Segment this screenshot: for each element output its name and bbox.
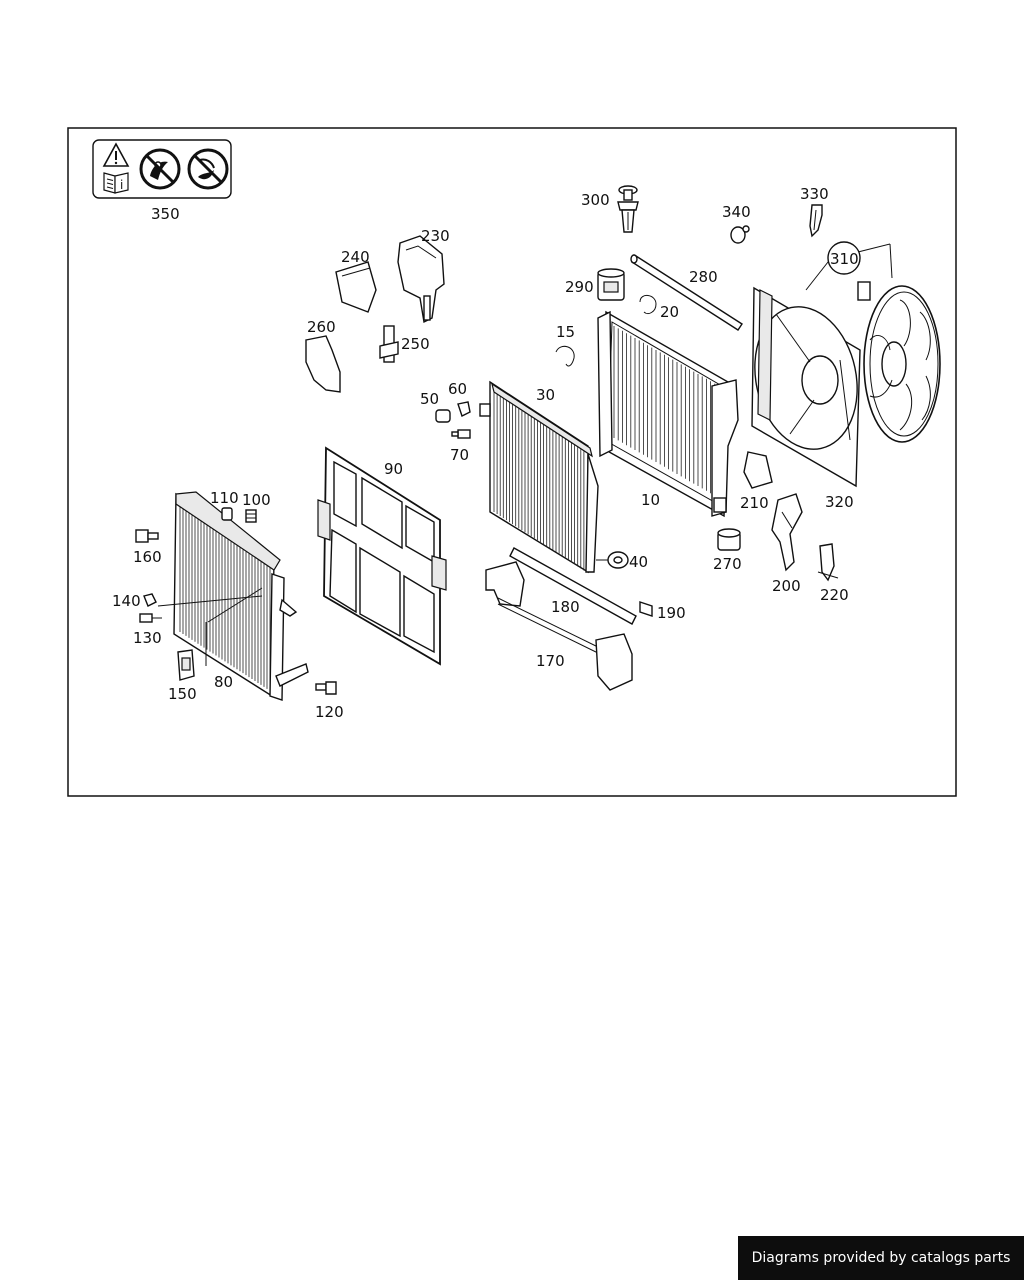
- part-300-push-rivet: [617, 185, 639, 233]
- part-210-bracket: [743, 451, 773, 489]
- part-20-clip: [639, 295, 657, 315]
- label-60: 60: [448, 380, 467, 398]
- part-30-condenser: [479, 380, 599, 574]
- label-320: 320: [825, 493, 854, 511]
- label-30: 30: [536, 386, 555, 404]
- label-130: 130: [133, 629, 162, 647]
- label-80: 80: [214, 673, 233, 691]
- manual-info-icon: i: [103, 172, 129, 194]
- label-70: 70: [450, 446, 469, 464]
- label-190: 190: [657, 604, 686, 622]
- label-310: 310: [830, 250, 859, 268]
- label-150: 150: [168, 685, 197, 703]
- label-160: 160: [133, 548, 162, 566]
- label-20: 20: [660, 303, 679, 321]
- part-290-rubber-mount: [597, 268, 625, 301]
- part-230-bracket: [397, 235, 445, 324]
- label-220: 220: [820, 586, 849, 604]
- label-210: 210: [740, 494, 769, 512]
- part-80-condenser: [173, 491, 309, 701]
- label-260: 260: [307, 318, 336, 336]
- label-300: 300: [581, 191, 610, 209]
- part-340-grommet: [730, 225, 750, 244]
- label-10: 10: [641, 491, 660, 509]
- credit-banner: Diagrams provided by catalogs parts: [738, 1236, 1024, 1280]
- part-100-screw: [245, 509, 257, 523]
- label-100: 100: [242, 491, 271, 509]
- label-40: 40: [629, 553, 648, 571]
- part-260-seal: [305, 335, 341, 393]
- label-200: 200: [772, 577, 801, 595]
- part-200-bracket: [771, 493, 803, 572]
- label-50: 50: [420, 390, 439, 408]
- svg-text:i: i: [120, 178, 123, 192]
- part-220-bracket: [817, 543, 839, 582]
- part-60-nut: [457, 401, 471, 417]
- label-340: 340: [722, 203, 751, 221]
- part-190-clip: [639, 601, 653, 617]
- part-labels: 350 300 340 330 310 240 230 280 290 20 2…: [112, 185, 859, 721]
- label-280: 280: [689, 268, 718, 286]
- part-330-clip: [809, 204, 823, 238]
- part-15-clip: [555, 345, 575, 367]
- part-130-screw: [139, 613, 162, 623]
- no-fan-touch-prohibition-icon: [187, 148, 229, 190]
- part-280-rod: [630, 254, 743, 331]
- label-250: 250: [401, 335, 430, 353]
- diagram-frame: [67, 127, 957, 797]
- no-hand-fan-prohibition-icon: [139, 148, 181, 190]
- credit-text: Diagrams provided by catalogs parts: [751, 1250, 1011, 1266]
- part-50-grommet: [435, 409, 451, 423]
- label-140: 140: [112, 592, 141, 610]
- label-120: 120: [315, 703, 344, 721]
- part-270-rubber-mount: [717, 528, 741, 551]
- part-150-clip: [177, 649, 195, 681]
- warning-symbols-box: i: [92, 139, 232, 199]
- label-230: 230: [421, 227, 450, 245]
- part-250-bracket: [379, 325, 399, 363]
- part-170-air-guide: [485, 561, 633, 691]
- label-15: 15: [556, 323, 575, 341]
- callout-310: [805, 241, 893, 291]
- part-180-seal-strip: [509, 547, 637, 625]
- label-170: 170: [536, 652, 565, 670]
- part-320-fan-shroud: [751, 286, 861, 488]
- part-90-air-duct-frame: [317, 446, 447, 666]
- label-240: 240: [341, 248, 370, 266]
- label-350: 350: [151, 205, 180, 223]
- label-90: 90: [384, 460, 403, 478]
- part-40-grommet: [596, 551, 629, 569]
- warning-triangle-icon: [102, 142, 130, 167]
- part-240-cover: [335, 261, 377, 313]
- label-180: 180: [551, 598, 580, 616]
- part-120-bolt: [315, 681, 337, 695]
- part-10-radiator: [597, 310, 739, 518]
- part-140-nut: [143, 593, 157, 607]
- label-330: 330: [800, 185, 829, 203]
- part-70-bolt: [451, 429, 471, 439]
- part-310-fan-assembly: [857, 281, 941, 443]
- part-110-nut: [221, 507, 233, 521]
- label-290: 290: [565, 278, 594, 296]
- part-160-bolt: [135, 529, 159, 543]
- label-110: 110: [210, 489, 239, 507]
- callout-80-lines: [157, 587, 263, 666]
- label-270: 270: [713, 555, 742, 573]
